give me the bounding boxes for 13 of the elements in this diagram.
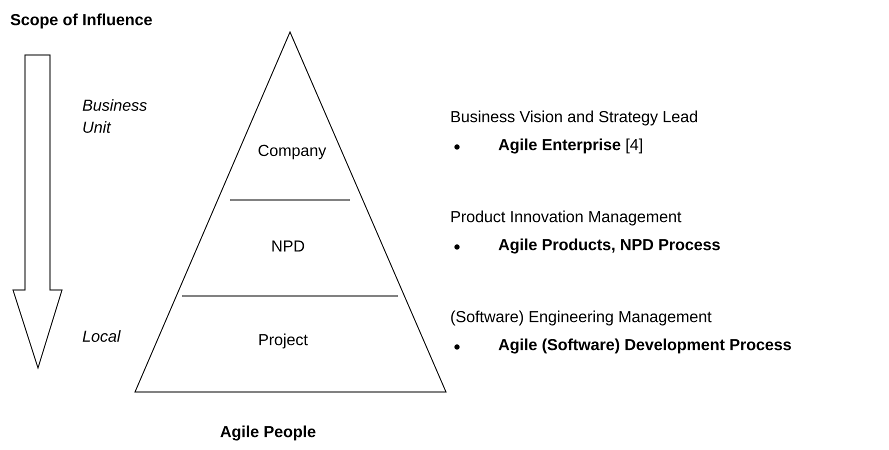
bullet-item: Agile Products, NPD Process [498, 238, 720, 254]
level-heading: Product Innovation Management [452, 210, 682, 226]
pyramid-level: Company [258, 144, 326, 160]
scope-label: Local [82, 330, 121, 342]
pyramid-level: Project [259, 334, 308, 348]
bullet-item: Agile (Software) Development Process [498, 338, 791, 354]
level-heading: Business Vision and Strategy Lead [452, 110, 697, 126]
bullet-item: Agile Enterprise [4] [498, 138, 642, 154]
caption: Agile People [220, 426, 316, 440]
pyramid-level: NPD [272, 240, 304, 252]
scope-label: Business Unit [82, 99, 147, 133]
heading: Scope of Influence [10, 14, 152, 28]
level-heading: (Software) Engineering Management [451, 310, 712, 326]
